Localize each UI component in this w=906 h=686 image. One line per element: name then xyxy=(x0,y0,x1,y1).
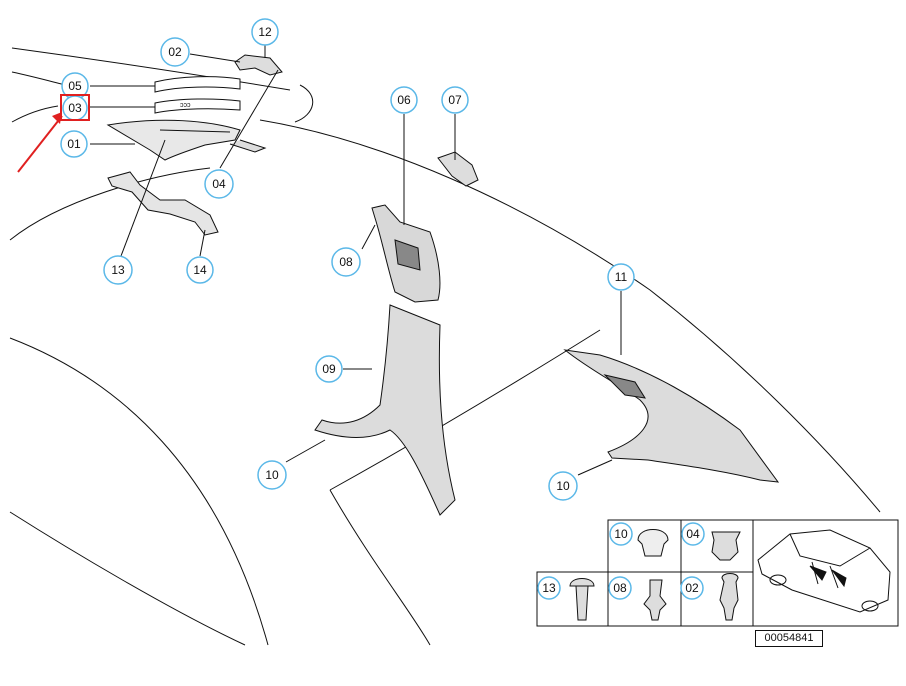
svg-text:08: 08 xyxy=(613,581,627,595)
svg-text:10: 10 xyxy=(614,527,628,541)
svg-text:12: 12 xyxy=(258,25,272,39)
part-12-bracket xyxy=(234,54,283,76)
part-11-quarter-trim xyxy=(563,349,780,483)
svg-text:13: 13 xyxy=(111,263,125,277)
callout-12[interactable]: 12 xyxy=(251,18,279,46)
clip-10-icon xyxy=(637,529,669,557)
table-callout-10[interactable]: 10 xyxy=(609,522,633,546)
highlight-arrow xyxy=(17,112,63,173)
svg-text:09: 09 xyxy=(322,362,336,376)
callout-10-b-pillar[interactable]: 10 xyxy=(257,460,287,490)
part-09-b-pillar xyxy=(314,304,456,516)
callout-05[interactable]: 05 xyxy=(61,72,89,100)
svg-text:14: 14 xyxy=(193,263,207,277)
callout-14[interactable]: 14 xyxy=(186,256,214,284)
leader-lines xyxy=(90,41,622,476)
callout-10-quarter[interactable]: 10 xyxy=(548,471,578,501)
svg-text:03: 03 xyxy=(68,101,82,115)
callout-02[interactable]: 02 xyxy=(160,37,190,67)
svg-text:10: 10 xyxy=(556,479,570,493)
svg-text:01: 01 xyxy=(67,137,81,151)
svg-text:06: 06 xyxy=(397,93,411,107)
table-callout-02[interactable]: 02 xyxy=(680,576,704,600)
table-callout-08[interactable]: 08 xyxy=(608,576,632,600)
svg-text:07: 07 xyxy=(448,93,462,107)
reference-number: 00054841 xyxy=(755,630,823,647)
svg-text:02: 02 xyxy=(168,45,182,59)
callout-01[interactable]: 01 xyxy=(60,130,88,158)
svg-text:10: 10 xyxy=(265,468,279,482)
svg-text:05: 05 xyxy=(68,79,82,93)
callout-06[interactable]: 06 xyxy=(390,86,418,114)
part-03-strip xyxy=(154,98,241,114)
svg-text:11: 11 xyxy=(615,270,628,284)
parts-table: 10 04 13 08 02 xyxy=(536,519,899,627)
callout-09[interactable]: 09 xyxy=(315,355,343,383)
screw-13-icon xyxy=(569,578,595,621)
clip-02-icon xyxy=(719,573,739,621)
car-thumbnail-icon xyxy=(757,529,891,613)
svg-text:04: 04 xyxy=(212,177,226,191)
svg-text:ᴐᴐᴐ: ᴐᴐᴐ xyxy=(180,102,191,109)
callout-11[interactable]: 11 xyxy=(607,263,635,291)
clip-08-icon xyxy=(643,579,667,621)
callout-13[interactable]: 13 xyxy=(103,255,133,285)
svg-text:02: 02 xyxy=(685,581,699,595)
callout-08[interactable]: 08 xyxy=(331,247,361,277)
part-01-trim-panel xyxy=(106,119,241,161)
part-14-bracket xyxy=(107,171,219,236)
part-05-strip xyxy=(154,76,241,93)
callout-03-highlighted[interactable]: 03 xyxy=(60,94,90,121)
callout-04[interactable]: 04 xyxy=(204,169,234,199)
table-callout-04[interactable]: 04 xyxy=(681,522,705,546)
svg-text:04: 04 xyxy=(686,527,700,541)
svg-text:08: 08 xyxy=(339,255,353,269)
part-07-clip xyxy=(437,151,479,187)
table-callout-13[interactable]: 13 xyxy=(537,576,561,600)
svg-text:13: 13 xyxy=(542,581,556,595)
clip-04-icon xyxy=(711,531,741,561)
callout-07[interactable]: 07 xyxy=(441,86,469,114)
